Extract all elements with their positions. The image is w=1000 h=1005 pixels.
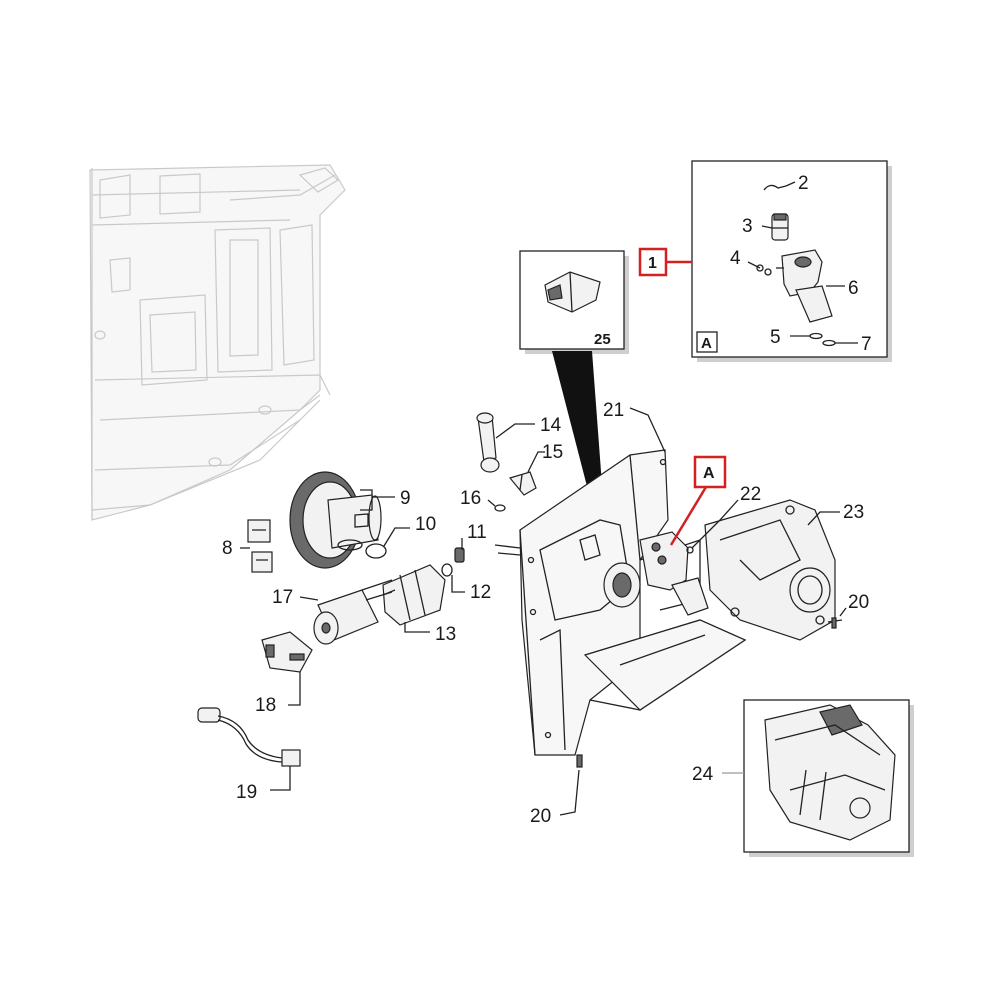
part-15-elbow <box>508 471 537 496</box>
label-part-19: 19 <box>236 782 257 803</box>
ghosted-machine-body <box>89 164 346 521</box>
label-part-4: 4 <box>730 248 741 269</box>
label-part-24: 24 <box>692 764 714 785</box>
part-6-valve-body <box>776 249 833 323</box>
label-part-23: 23 <box>843 502 864 523</box>
label-part-17: 17 <box>272 587 293 608</box>
svg-text:A: A <box>703 465 715 482</box>
part-14-tube <box>476 412 500 473</box>
inset-part-24 <box>743 699 914 857</box>
detail-a-inset-marker: A <box>701 335 712 352</box>
part-8-bracket <box>247 519 273 573</box>
label-part-13: 13 <box>435 624 456 645</box>
label-part-8: 8 <box>222 538 233 559</box>
part-4-pins <box>747 261 772 276</box>
label-part-21: 21 <box>603 400 624 421</box>
part-9-gear-assembly <box>289 471 382 569</box>
label-part-14: 14 <box>540 415 562 436</box>
part-12-oring <box>441 563 453 577</box>
part-2-clip <box>763 184 787 191</box>
label-part-15: 15 <box>542 442 563 463</box>
part-16-oring <box>494 504 506 512</box>
label-part-5: 5 <box>770 327 781 348</box>
part-20-screw-right <box>827 617 843 629</box>
label-part-2: 2 <box>798 173 809 194</box>
part-18-sensor <box>261 631 313 673</box>
part-20-screw-bottom <box>576 754 583 768</box>
inset-part-25: 25 <box>519 250 629 354</box>
label-part-12: 12 <box>470 582 491 603</box>
callout-detail-a: A <box>669 455 727 546</box>
label-part-6: 6 <box>848 278 859 299</box>
label-part-18: 18 <box>255 695 276 716</box>
label-part-20-right: 20 <box>848 592 869 613</box>
part-23-side-cover <box>704 499 836 641</box>
label-part-25: 25 <box>594 331 611 348</box>
label-part-9: 9 <box>400 488 411 509</box>
part-13-gearbox <box>382 564 446 626</box>
part-10-oring <box>365 543 387 559</box>
svg-text:1: 1 <box>648 255 657 272</box>
label-part-20-bottom: 20 <box>530 806 551 827</box>
label-part-16: 16 <box>460 488 481 509</box>
label-part-22: 22 <box>740 484 761 505</box>
part-3-insert <box>771 213 789 241</box>
label-part-11: 11 <box>467 522 487 543</box>
part-21-main-frame <box>494 449 747 756</box>
label-part-7: 7 <box>861 334 872 355</box>
part-22-valve <box>639 531 709 616</box>
part-19-cable <box>197 707 301 767</box>
part-17-motor <box>313 579 393 645</box>
inset-assembly-a: 2 3 4 6 5 7 A <box>691 160 892 362</box>
part-11-fitting <box>454 547 465 563</box>
label-part-3: 3 <box>742 216 753 237</box>
label-part-10: 10 <box>415 514 436 535</box>
callout-assembly-1: 1 <box>638 247 692 277</box>
